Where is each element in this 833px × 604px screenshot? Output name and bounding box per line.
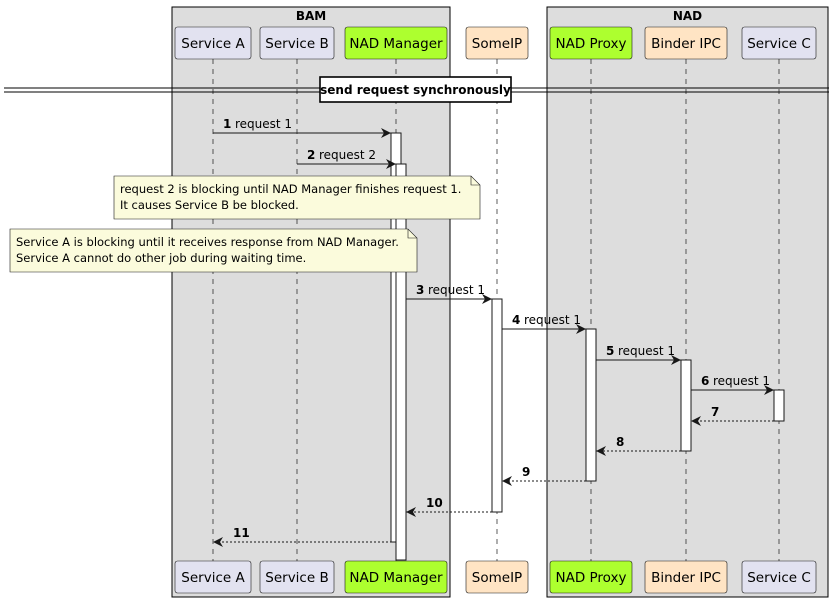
participant-box: [174, 26, 252, 60]
participant-box: [741, 560, 817, 594]
participant-someip-top: SomeIP: [465, 26, 529, 60]
note-line: Service A cannot do other job during wai…: [16, 251, 306, 265]
participant-service-c-bottom: Service C: [741, 560, 817, 594]
message-9: 9: [502, 465, 586, 486]
message-label: request 1: [428, 283, 485, 297]
note-line: It causes Service B be blocked.: [120, 198, 299, 212]
message-11: 11: [213, 526, 396, 547]
message-number: 3: [416, 283, 424, 297]
note-fold: [407, 229, 417, 239]
note-2: Service A is blocking until it receives …: [9, 228, 418, 273]
message-number: 2: [307, 148, 315, 162]
participant-service-b-top: Service B: [259, 26, 335, 60]
message-number: 7: [711, 405, 719, 419]
someip-activation-bar: [491, 298, 503, 513]
participant-box: [549, 560, 633, 594]
participant-label: Service A: [181, 570, 245, 586]
message-6: 6 request 1: [691, 374, 774, 395]
participant-service-a-bottom: Service A: [174, 560, 252, 594]
participant-label: NAD Proxy: [555, 570, 626, 586]
note-box: [113, 175, 481, 220]
participant-box: [465, 26, 529, 60]
participant-box: [465, 560, 529, 594]
participant-label: Service A: [181, 36, 245, 52]
divider: send request synchronously: [4, 76, 829, 103]
message-5: 5 request 1: [596, 344, 681, 365]
message-number: 9: [522, 465, 530, 479]
nad-proxy-activation-bar: [585, 328, 597, 482]
participant-box: [741, 26, 817, 60]
participant-box: [344, 560, 448, 594]
participant-binder-ipc-bottom: Binder IPC: [644, 560, 728, 594]
participant-nad-proxy-top: NAD Proxy: [549, 26, 633, 60]
group-title: BAM: [296, 9, 326, 23]
participant-binder-ipc-top: Binder IPC: [644, 26, 728, 60]
message-label: request 1: [524, 313, 581, 327]
message-label: request 1: [235, 117, 292, 131]
message-number: 11: [233, 526, 250, 540]
participant-service-c-top: Service C: [741, 26, 817, 60]
note-1: request 2 is blocking until NAD Manager …: [113, 175, 481, 220]
group-title: NAD: [673, 9, 702, 23]
divider-box: [319, 76, 512, 103]
note-box: [9, 228, 418, 273]
participant-label: NAD Manager: [349, 36, 443, 52]
message-number: 10: [426, 496, 443, 510]
participant-box: [549, 26, 633, 60]
participant-label: SomeIP: [472, 36, 522, 52]
participant-nad-manager-top: NAD Manager: [344, 26, 448, 60]
note-line: Service A is blocking until it receives …: [16, 235, 399, 249]
note-fold: [470, 176, 480, 186]
participant-label: Binder IPC: [651, 36, 721, 52]
participant-nad-proxy-bottom: NAD Proxy: [549, 560, 633, 594]
message-3: 3 request 1: [406, 283, 492, 304]
message-2: 2 request 2: [297, 148, 396, 169]
message-label: request 2: [319, 148, 376, 162]
participant-label: Service C: [747, 570, 811, 586]
participant-service-b-bottom: Service B: [259, 560, 335, 594]
participant-box: [344, 26, 448, 60]
participant-label: Service B: [265, 570, 328, 586]
participant-label: NAD Proxy: [555, 36, 626, 52]
message-10: 10: [406, 496, 492, 517]
message-number: 8: [616, 435, 624, 449]
participant-label: Service B: [265, 36, 328, 52]
nad-manager-activation-bar: [395, 163, 407, 561]
participant-label: Service C: [747, 36, 811, 52]
message-1: 1 request 1: [213, 117, 391, 138]
participant-box: [259, 26, 335, 60]
group-nad: NAD: [546, 6, 829, 598]
participant-label: SomeIP: [472, 570, 522, 586]
message-number: 5: [606, 344, 614, 358]
message-label: request 1: [713, 374, 770, 388]
message-label: request 1: [618, 344, 675, 358]
message-number: 6: [701, 374, 709, 388]
participant-box: [259, 560, 335, 594]
group-box: [546, 6, 829, 598]
participant-label: NAD Manager: [349, 570, 443, 586]
participant-label: Binder IPC: [651, 570, 721, 586]
message-number: 1: [223, 117, 231, 131]
message-number: 4: [512, 313, 520, 327]
divider-label: send request synchronously: [320, 83, 511, 97]
service-c-activation-bar: [773, 389, 785, 422]
message-4: 4 request 1: [502, 313, 586, 334]
message-8: 8: [596, 435, 681, 456]
participant-box: [644, 560, 728, 594]
participant-nad-manager-bottom: NAD Manager: [344, 560, 448, 594]
note-line: request 2 is blocking until NAD Manager …: [120, 182, 461, 196]
message-7: 7: [691, 405, 774, 426]
participant-service-a-top: Service A: [174, 26, 252, 60]
participant-someip-bottom: SomeIP: [465, 560, 529, 594]
participant-box: [644, 26, 728, 60]
participant-box: [174, 560, 252, 594]
binder-ipc-activation-bar: [680, 359, 692, 452]
